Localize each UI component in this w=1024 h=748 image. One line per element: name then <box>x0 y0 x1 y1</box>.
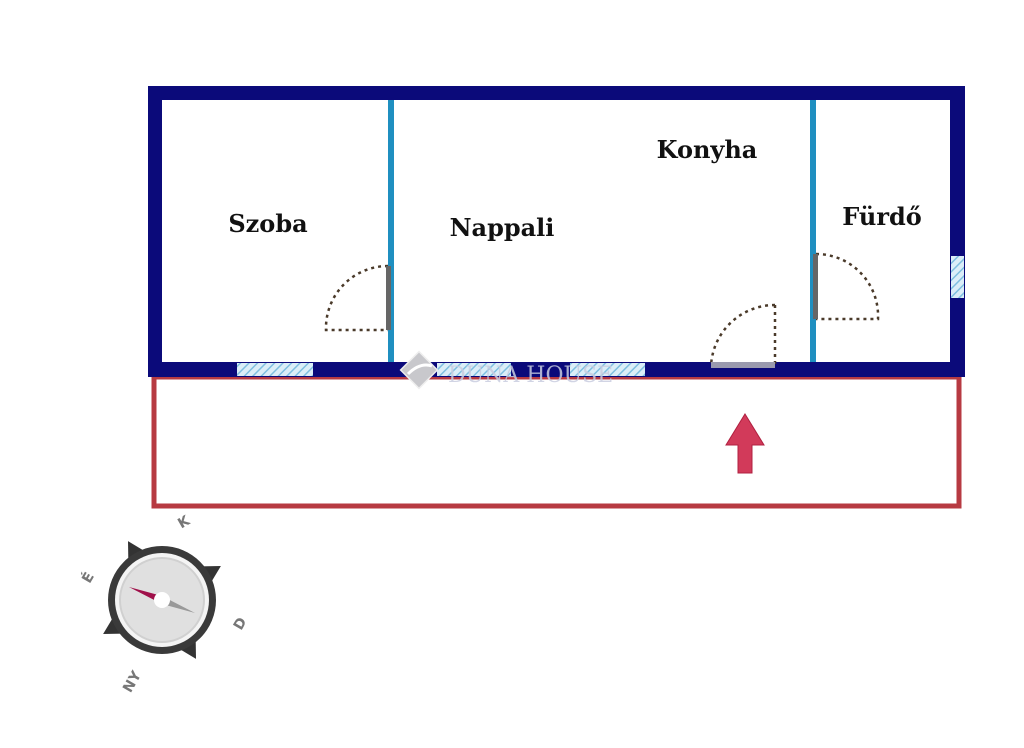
room-label-nappali: Nappali <box>450 213 555 242</box>
window-nappali-2 <box>570 363 645 376</box>
room-label-furdo: Fürdő <box>842 202 922 231</box>
door-entrance <box>709 303 777 368</box>
compass-label-north: É <box>78 569 98 586</box>
watermark-logo: DUNA HOUSE <box>399 350 613 390</box>
watermark-text: DUNA HOUSE <box>448 363 613 388</box>
window-szoba <box>237 363 313 376</box>
window-furdo <box>951 256 964 298</box>
compass-icon <box>103 541 221 659</box>
window-nappali-1 <box>437 363 511 376</box>
compass-label-west: NY <box>120 668 145 696</box>
partition-wall-szoba-nappali <box>388 100 394 362</box>
room-label-szoba: Szoba <box>228 209 307 238</box>
compass-label-south: D <box>231 615 251 633</box>
compass-label-east: K <box>175 512 193 532</box>
room-label-konyha: Konyha <box>657 135 758 164</box>
door-furdo <box>813 252 880 321</box>
door-szoba <box>324 264 391 332</box>
partition-wall-konyha-furdo <box>810 100 816 362</box>
entrance-arrow-icon <box>725 413 765 474</box>
terrace-outline <box>151 374 962 509</box>
